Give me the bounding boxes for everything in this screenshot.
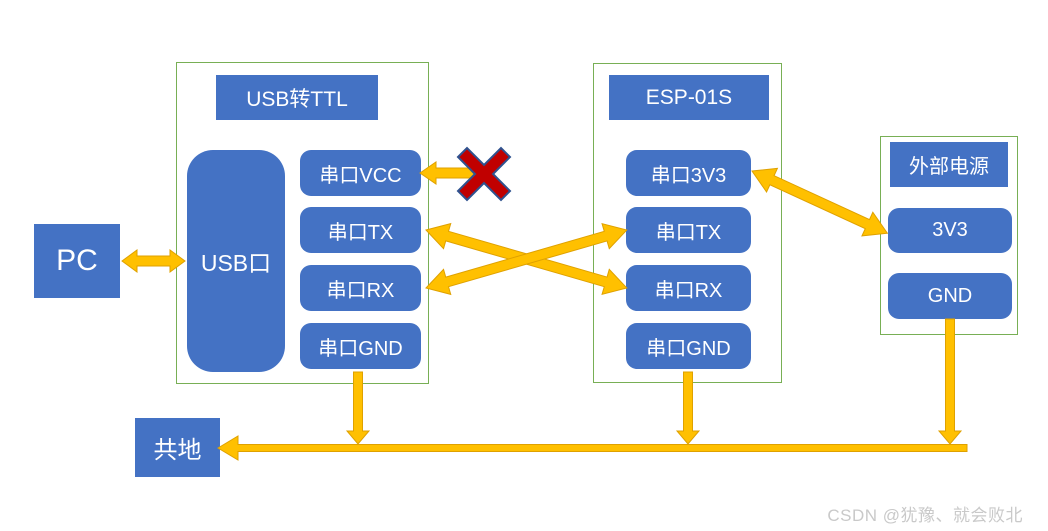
power-title-box: 外部电源: [890, 142, 1008, 187]
red-x-icon: [456, 146, 512, 202]
usbttl-port-rx: 串口RX: [300, 265, 421, 311]
common-ground-line: [217, 435, 968, 461]
pc-box: PC: [34, 224, 120, 298]
power-port-3v3: 3V3: [888, 208, 1012, 253]
usbttl-port-gnd: 串口GND: [300, 323, 421, 369]
esp-title-box: ESP-01S: [609, 75, 769, 120]
esp-port-rx: 串口RX: [626, 265, 751, 311]
vcc-block-arrow: [419, 161, 483, 185]
esp-port-tx: 串口TX: [626, 207, 751, 253]
power-port-gnd: GND: [888, 273, 1012, 319]
esp-port-gnd: 串口GND: [626, 323, 751, 369]
csdn-watermark: CSDN @犹豫、就会败北: [827, 506, 1023, 525]
usbttl-usb-port-box: USB口: [187, 150, 285, 372]
common-ground-box: 共地: [135, 418, 220, 477]
usbttl-title-box: USB转TTL: [216, 75, 378, 120]
esp-port-3v3: 串口3V3: [626, 150, 751, 196]
usbttl-port-vcc: 串口VCC: [300, 150, 421, 196]
usbttl-port-tx: 串口TX: [300, 207, 421, 253]
power-gnd-down-arrow: [937, 318, 963, 445]
